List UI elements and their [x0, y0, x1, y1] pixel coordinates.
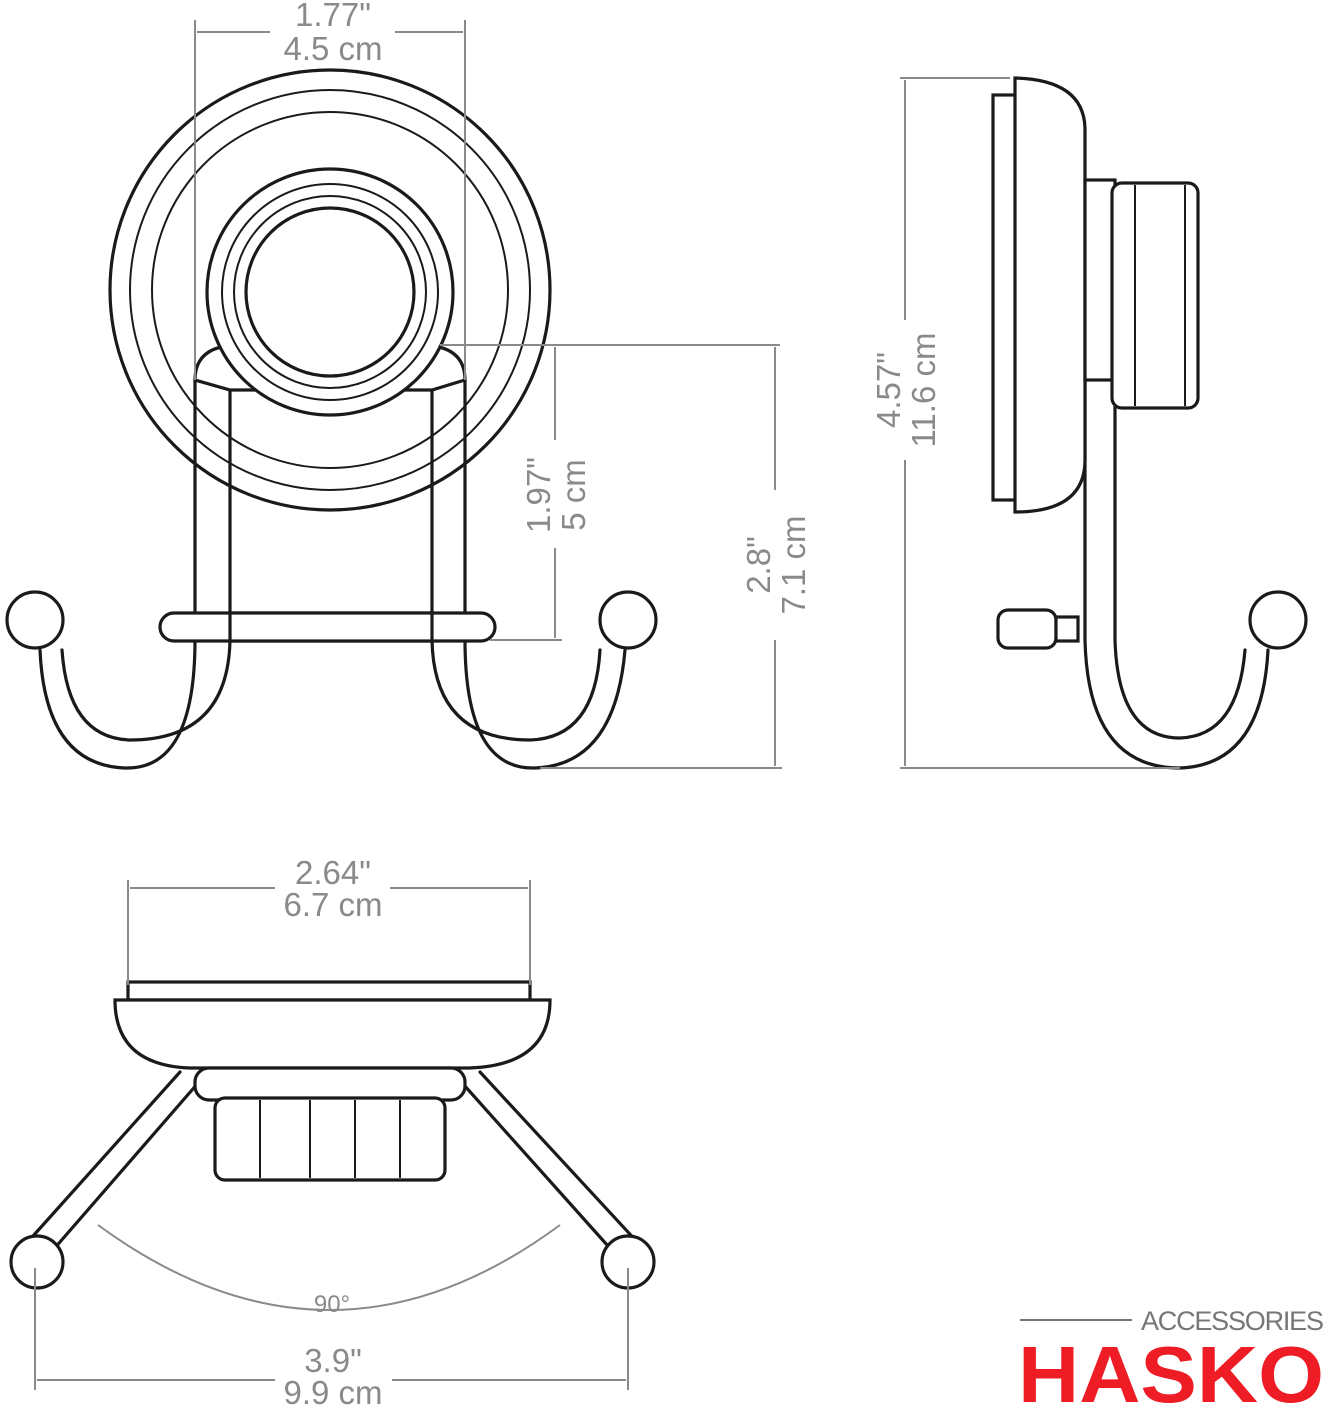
bottom-view	[9, 980, 656, 1290]
side-hook	[1083, 378, 1270, 770]
total-height-dimension: 4.57" 11.6 cm	[870, 77, 1180, 769]
angle-dimension: 90°	[97, 1224, 561, 1318]
bottom-suction-base	[113, 998, 552, 1070]
base-width-cm: 6.7 cm	[283, 886, 382, 923]
base-width-dimension: 2.64" 6.7 cm	[127, 854, 531, 985]
bottom-knob	[213, 1096, 447, 1182]
hasko-logo: ACCESSORIES HASKO	[1018, 1306, 1324, 1410]
side-suction-base	[1013, 76, 1087, 514]
hook-height-cm: 7.1 cm	[775, 515, 812, 614]
left-hook	[38, 378, 197, 770]
base-width-in: 2.64"	[295, 854, 371, 891]
hook-drop-cm: 5 cm	[555, 459, 592, 531]
total-height-in: 4.57"	[870, 352, 907, 428]
side-pin	[996, 608, 1058, 650]
front-width-in: 1.77"	[295, 0, 371, 33]
hook-height-in: 2.8"	[740, 536, 777, 594]
logo-tagline: ACCESSORIES	[1141, 1306, 1324, 1336]
front-width-cm: 4.5 cm	[283, 30, 382, 67]
hook-span-in: 3.9"	[304, 1342, 362, 1379]
hook-span-cm: 9.9 cm	[283, 1374, 382, 1410]
front-view	[5, 68, 658, 770]
hook-drop-dimension: 1.97" 5 cm	[440, 344, 780, 641]
hook-height-dimension: 2.8" 7.1 cm	[540, 347, 812, 769]
hook-drop-in: 1.97"	[520, 457, 557, 533]
right-hook	[463, 378, 627, 770]
angle-label: 90°	[314, 1291, 350, 1318]
side-knob	[1110, 181, 1200, 410]
total-height-cm: 11.6 cm	[905, 333, 942, 448]
logo-name: HASKO	[1018, 1330, 1324, 1410]
left-ball-end	[5, 590, 65, 650]
side-view	[991, 76, 1308, 770]
front-width-dimension: 1.77" 4.5 cm	[194, 0, 466, 380]
hook-span-dimension: 3.9" 9.9 cm	[34, 1268, 629, 1410]
right-ball-end	[598, 590, 658, 650]
